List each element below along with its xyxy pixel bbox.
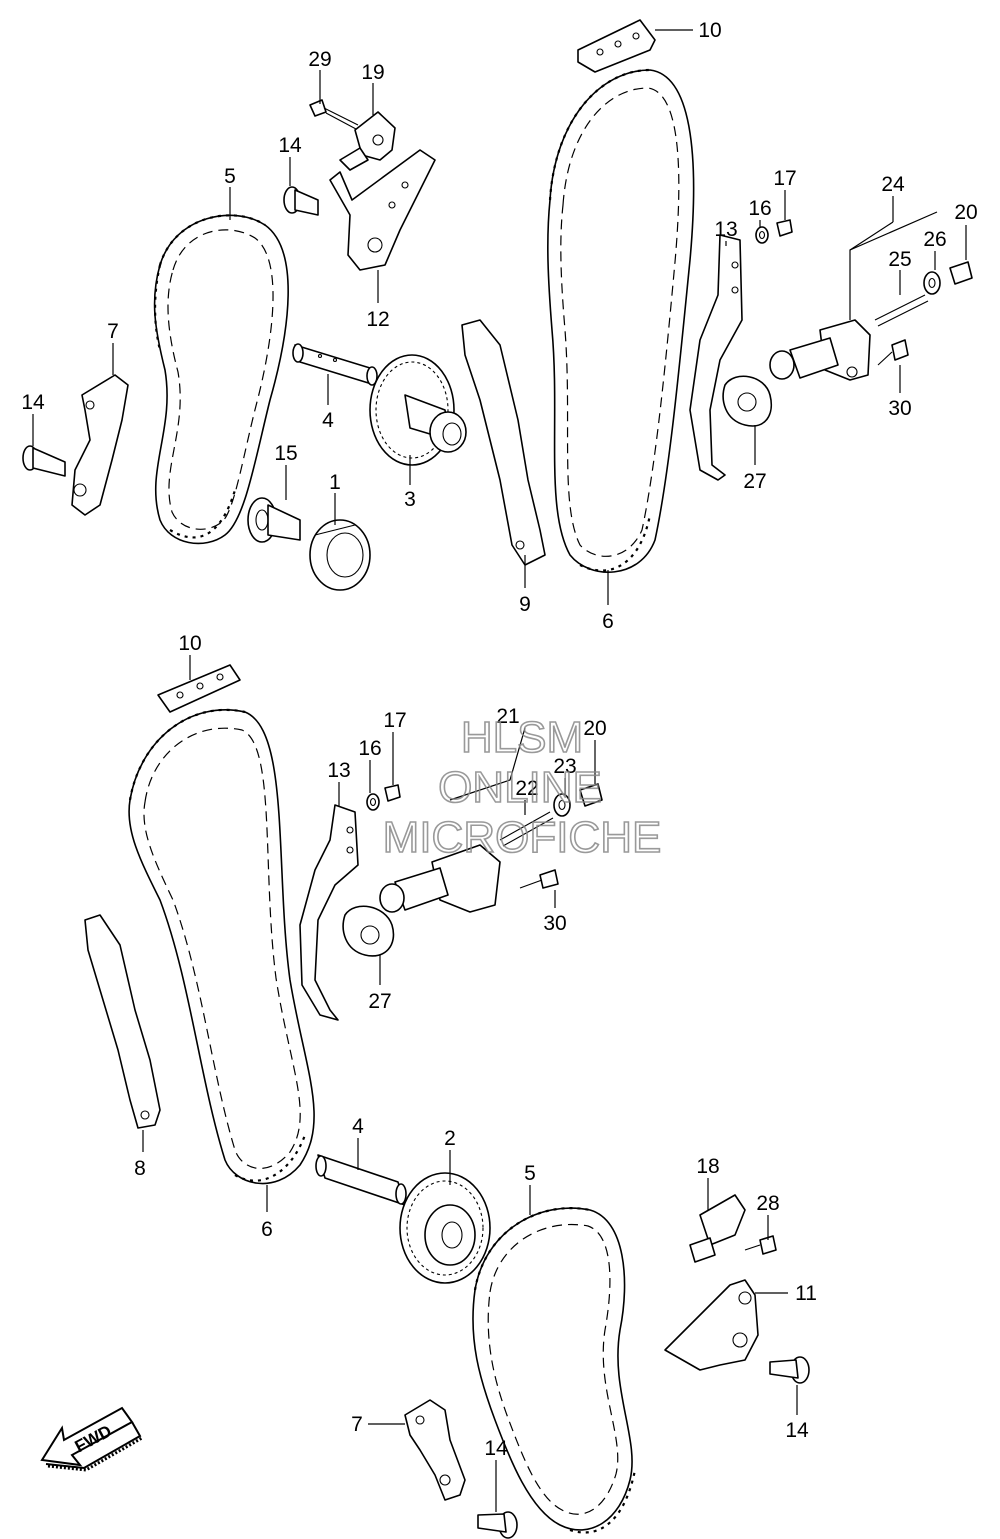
- callout-19: 19: [361, 61, 384, 84]
- callout-16: 16: [358, 737, 381, 760]
- chain-5-bottom: [472, 1207, 637, 1534]
- washer-23: [553, 793, 571, 817]
- fwd-arrow-icon: FWD: [40, 1406, 143, 1472]
- bolt-30-bottom: [519, 869, 559, 889]
- callout-12: 12: [366, 308, 389, 331]
- callout-3: 3: [404, 488, 416, 511]
- callout-29: 29: [308, 48, 331, 71]
- callout-14: 14: [484, 1437, 508, 1460]
- watermark-line-1: HLSM: [461, 713, 583, 762]
- callout-18: 18: [696, 1155, 719, 1178]
- callout-23: 23: [553, 755, 576, 778]
- callout-8: 8: [134, 1157, 146, 1180]
- callout-10: 10: [178, 632, 201, 655]
- callout-5: 5: [524, 1162, 536, 1185]
- bolt-14-bottom: [477, 1511, 518, 1539]
- callout-27: 27: [743, 470, 766, 493]
- callout-14: 14: [785, 1419, 809, 1442]
- callout-4: 4: [352, 1115, 364, 1138]
- idler-gear-3: [369, 354, 467, 466]
- callout-30: 30: [543, 912, 566, 935]
- tensioner-adjuster-19: [339, 111, 396, 171]
- callout-13: 13: [714, 218, 737, 241]
- callout-14: 14: [278, 134, 302, 157]
- callout-21: 21: [496, 705, 519, 728]
- callout-17: 17: [773, 167, 796, 190]
- bolt-17-top: [776, 219, 793, 237]
- bolt-29: [309, 99, 359, 130]
- callout-6: 6: [602, 610, 614, 633]
- callout-24: 24: [881, 173, 905, 196]
- bolt-14-left: [22, 445, 66, 477]
- callout-20: 20: [583, 717, 606, 740]
- callout-14: 14: [21, 391, 45, 414]
- bolt-15: [247, 497, 301, 543]
- callout-27: 27: [368, 990, 391, 1013]
- bolt-25: [874, 294, 929, 327]
- adjuster-18: [689, 1194, 746, 1263]
- leader-lines: [32, 29, 967, 1512]
- callout-20: 20: [954, 201, 977, 224]
- callout-17: 17: [383, 709, 406, 732]
- tensioner-arm-12: [329, 149, 436, 271]
- chain-guide-7-top: [71, 374, 129, 516]
- callout-4: 4: [322, 409, 334, 432]
- bolt-20-bottom: [579, 783, 603, 807]
- callout-7: 7: [107, 320, 119, 343]
- gasket-27-top: [722, 375, 772, 427]
- washer-26-top: [923, 271, 941, 295]
- shaft-4-top: [292, 343, 378, 386]
- washer-16-top: [755, 226, 769, 244]
- bolt-22: [499, 811, 554, 847]
- tensioner-arm-11: [664, 1279, 759, 1371]
- shaft-4-bottom: [315, 1154, 407, 1206]
- tensioner-bottom: [379, 844, 501, 913]
- callout-9: 9: [519, 593, 531, 616]
- callout-5: 5: [224, 165, 236, 188]
- callout-25: 25: [888, 248, 911, 271]
- tensioner-24: [769, 319, 871, 381]
- callout-10: 10: [698, 19, 721, 42]
- callout-15: 15: [274, 442, 297, 465]
- callout-6: 6: [261, 1218, 273, 1241]
- chain-5-top: [153, 214, 289, 545]
- callout-28: 28: [756, 1192, 779, 1215]
- chain-guide-10-top: [577, 19, 656, 73]
- bolt-20-top: [949, 261, 973, 285]
- callouts: 29 19 14 5 12 7 14 4 15 1 3 10 17 16 13 …: [21, 19, 977, 1460]
- bolt-17-bottom: [384, 784, 401, 802]
- chain-guide-10-bottom: [157, 664, 241, 713]
- callout-16: 16: [748, 197, 771, 220]
- callout-2: 2: [444, 1127, 456, 1150]
- idler-gear-2: [399, 1172, 491, 1284]
- gasket-27-bottom: [342, 905, 395, 957]
- bolt-28: [744, 1235, 777, 1255]
- callout-7: 7: [351, 1413, 363, 1436]
- chain-guide-7-bottom: [404, 1399, 466, 1501]
- chain-guide-9: [461, 319, 546, 566]
- callout-11: 11: [795, 1282, 817, 1305]
- sprocket-1: [309, 519, 371, 591]
- tensioner-guide-13-bottom: [299, 804, 359, 1021]
- bolt-14-upper: [283, 186, 319, 216]
- bolt-14-right: [769, 1356, 810, 1384]
- chain-guide-8: [84, 914, 161, 1129]
- callout-13: 13: [327, 759, 350, 782]
- washer-16-bottom: [366, 793, 380, 811]
- callout-22: 22: [515, 777, 538, 800]
- callout-1: 1: [329, 471, 341, 494]
- watermark: HLSM ONLINE MICROFICHE: [382, 712, 662, 863]
- callout-30: 30: [888, 397, 911, 420]
- callout-26: 26: [923, 228, 946, 251]
- chain-6-bottom: [128, 708, 315, 1185]
- watermark-line-3: MICROFICHE: [383, 813, 662, 862]
- chain-6-top: [547, 68, 695, 573]
- bolt-30-top: [877, 339, 909, 366]
- tensioner-guide-13-top: [689, 234, 743, 481]
- watermark-line-2: ONLINE: [438, 763, 602, 812]
